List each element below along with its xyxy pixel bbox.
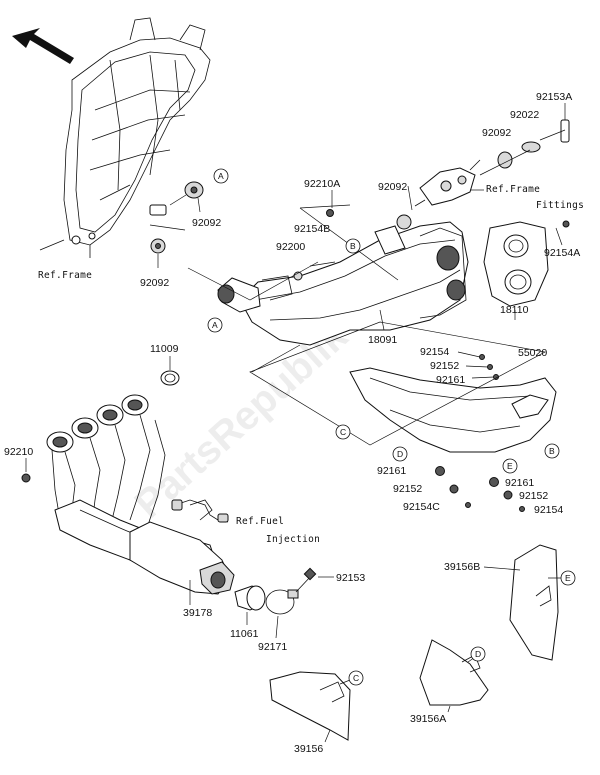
- callout-b-upper: B: [345, 238, 361, 254]
- callout-c-upper: C: [335, 424, 351, 440]
- hanger-bracket-illustration: [414, 159, 481, 207]
- svg-text:B: B: [350, 241, 356, 251]
- note-ref-frame-left: Ref.Frame: [38, 270, 92, 281]
- label-11061: 11061: [230, 628, 259, 640]
- svg-text:B: B: [549, 446, 555, 456]
- note-ref-fuel-line1: Ref.Fuel: [236, 516, 284, 527]
- callout-d-lower: D: [470, 646, 486, 662]
- note-fittings: Fittings: [536, 200, 584, 211]
- callout-d-upper: D: [392, 446, 408, 462]
- stack-92153A-92022-92092: [479, 103, 570, 176]
- svg-text:E: E: [565, 573, 571, 583]
- label-92154A: 92154A: [544, 247, 580, 259]
- svg-text:C: C: [340, 427, 346, 437]
- svg-text:D: D: [397, 449, 403, 459]
- callout-a-upper: A: [213, 168, 229, 184]
- label-92154C: 92154C: [403, 501, 440, 513]
- label-92210A: 92210A: [304, 178, 340, 190]
- label-92153: 92153: [336, 572, 365, 584]
- callout-e-upper: E: [502, 458, 518, 474]
- label-92171: 92171: [258, 641, 287, 653]
- label-92092-frame: 92092: [192, 217, 221, 229]
- label-92154B: 92154B: [294, 223, 330, 235]
- stud-92210: [21, 458, 31, 483]
- frame-illustration: [39, 17, 211, 258]
- label-92161-top: 92161: [436, 374, 465, 386]
- svg-text:C: C: [353, 673, 359, 683]
- heat-protector-39156: [269, 671, 351, 743]
- label-39178: 39178: [183, 607, 212, 619]
- label-18110: 18110: [500, 304, 529, 316]
- label-92092-mid: 92092: [378, 181, 407, 193]
- heat-shield-55020: [349, 367, 557, 453]
- exhaust-silencer-39178: [129, 521, 235, 605]
- svg-text:D: D: [475, 649, 481, 659]
- label-39156: 39156: [294, 743, 323, 755]
- label-55020: 55020: [518, 347, 547, 359]
- note-ref-frame-top: Ref.Frame: [486, 184, 540, 195]
- heat-protector-39156B: [483, 544, 568, 661]
- front-direction-arrow-icon: [12, 28, 74, 64]
- heat-protector-39156A: [419, 639, 489, 713]
- label-92152-left: 92152: [393, 483, 422, 495]
- label-92161-right: 92161: [505, 477, 534, 489]
- header-gasket-11009: [160, 356, 180, 386]
- heat-shield-leader-lines: [249, 321, 547, 446]
- note-ref-fuel-line2: Injection: [266, 534, 320, 545]
- label-92154-right: 92154: [534, 504, 563, 516]
- label-92152-right: 92152: [519, 490, 548, 502]
- exhaust-band-11061: [234, 585, 266, 625]
- svg-text:E: E: [507, 461, 513, 471]
- muffler-cover-18110: [483, 221, 549, 307]
- label-92092-lower: 92092: [140, 277, 169, 289]
- bolt-92153: [295, 567, 334, 593]
- callout-a-lower: A: [207, 317, 223, 333]
- muffler-mounting-tab: [374, 225, 406, 255]
- label-92092-top: 92092: [482, 127, 511, 139]
- callout-b-lower: B: [544, 443, 560, 459]
- label-11009: 11009: [150, 343, 179, 355]
- label-92161-left: 92161: [377, 465, 406, 477]
- frame-grommet-92092-lower: [149, 224, 186, 268]
- frame-grommet-92092-upper: [169, 181, 204, 213]
- label-92022: 92022: [510, 109, 539, 121]
- exhaust-clamp-92171: [265, 589, 299, 639]
- heat-shield-fasteners: [435, 351, 525, 512]
- label-39156A: 39156A: [410, 713, 446, 725]
- label-39156B: 39156B: [444, 561, 480, 573]
- label-92200: 92200: [276, 241, 305, 253]
- callout-e-lower: E: [560, 570, 576, 586]
- svg-text:A: A: [212, 320, 218, 330]
- label-92152-top: 92152: [430, 360, 459, 372]
- muffler-body: [239, 221, 469, 346]
- o2-sensor-wire: [171, 499, 229, 523]
- label-92154-top: 92154: [420, 346, 449, 358]
- label-92153A: 92153A: [536, 91, 572, 103]
- label-18091: 18091: [368, 334, 397, 346]
- muffler-bolts: [293, 209, 570, 281]
- label-92210: 92210: [4, 446, 33, 458]
- svg-text:A: A: [218, 171, 224, 181]
- callout-c-lower: C: [348, 670, 364, 686]
